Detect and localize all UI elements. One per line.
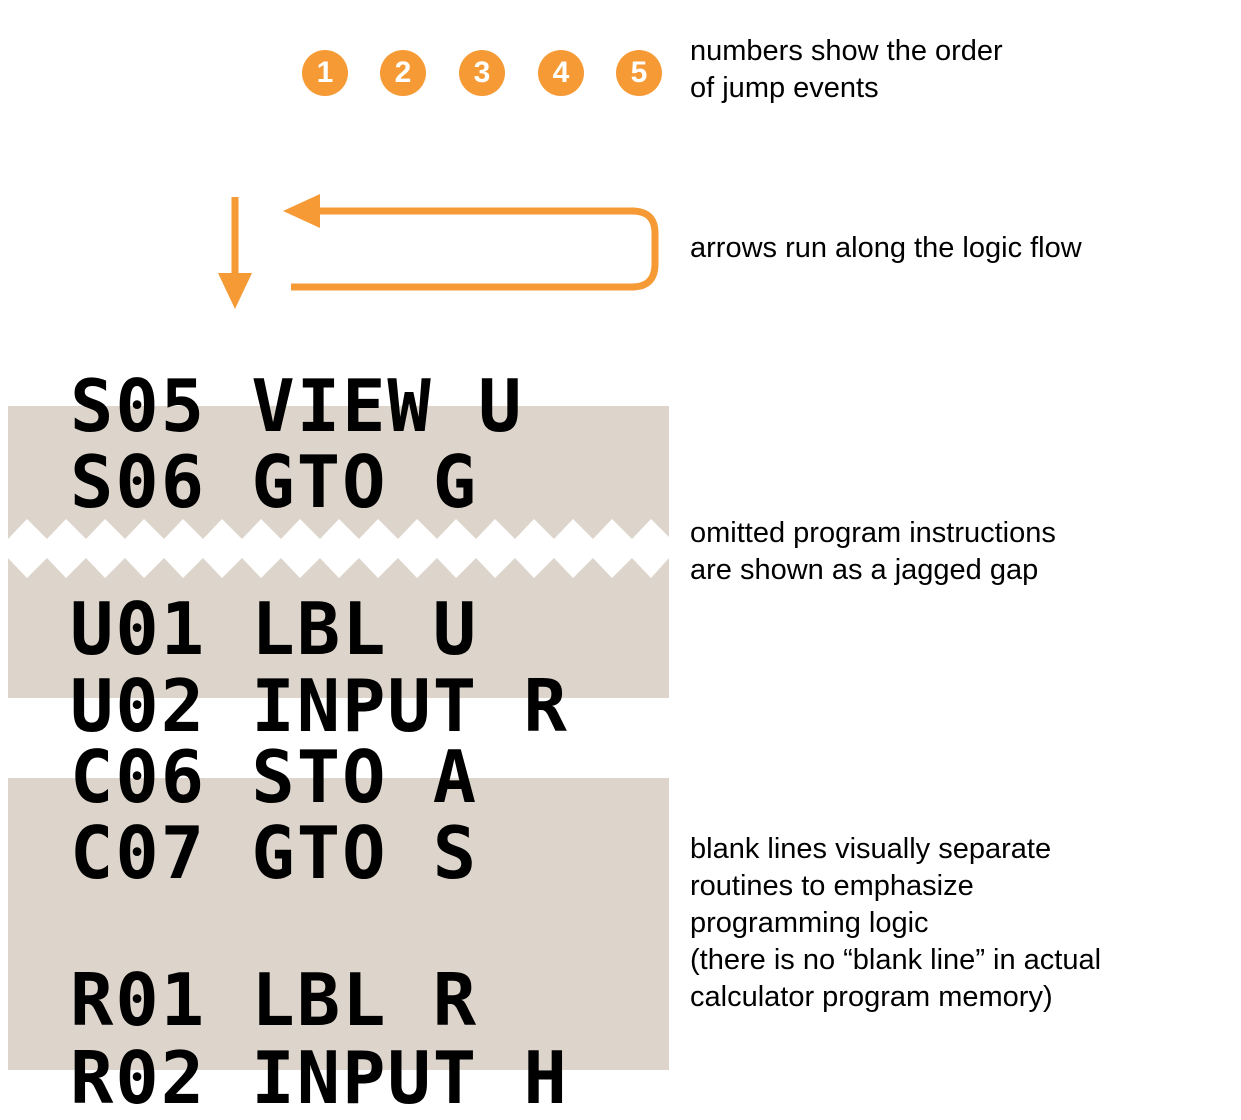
blank-caption-line-3: programming logic bbox=[690, 907, 929, 939]
blank-caption-line-2: routines to emphasize bbox=[690, 870, 974, 902]
jagged-gap-shape bbox=[8, 519, 669, 578]
blank-line-code-panel: C06 STO A C07 GTO S R01 LBL R R02 INPUT … bbox=[8, 741, 669, 1114]
jump-order-badge-4: 4 bbox=[538, 50, 584, 96]
numbers-caption-line-1: numbers show the order bbox=[690, 35, 1003, 67]
loop-arrow-shaft bbox=[291, 207, 659, 291]
numbers-caption-line-2: of jump events bbox=[690, 72, 879, 104]
code-line: R02 INPUT H bbox=[70, 1036, 569, 1120]
numbers-caption: numbers show the order of jump events bbox=[690, 33, 1003, 107]
jagged-gap-code-panel: S05 VIEW U S06 GTO G U01 LBL U U02 INPUT… bbox=[8, 370, 669, 742]
blank-caption: blank lines visually separate routines t… bbox=[690, 831, 1101, 1016]
jump-order-badge-1: 1 bbox=[302, 50, 348, 96]
left-arrow-head-icon bbox=[283, 194, 320, 228]
gap-caption-line-2: are shown as a jagged gap bbox=[690, 554, 1039, 586]
jump-order-badge-2: 2 bbox=[380, 50, 426, 96]
arrows-caption: arrows run along the logic flow bbox=[690, 230, 1082, 267]
arrows-caption-line-1: arrows run along the logic flow bbox=[690, 232, 1082, 264]
blank-caption-line-5: calculator program memory) bbox=[690, 981, 1053, 1013]
code-line: S05 VIEW U bbox=[70, 364, 524, 448]
down-arrow-head-icon bbox=[218, 273, 252, 309]
blank-caption-line-1: blank lines visually separate bbox=[690, 833, 1052, 865]
flow-arrows-illustration bbox=[218, 194, 659, 309]
jump-order-badge-5: 5 bbox=[616, 50, 662, 96]
jump-order-badge-3: 3 bbox=[459, 50, 505, 96]
code-line: U02 INPUT R bbox=[70, 664, 569, 748]
code-line: C07 GTO S bbox=[70, 811, 479, 895]
gap-caption: omitted program instructions are shown a… bbox=[690, 515, 1056, 589]
code-line: S06 GTO G bbox=[70, 440, 479, 524]
gap-caption-line-1: omitted program instructions bbox=[690, 517, 1056, 549]
code-line: C06 STO A bbox=[70, 735, 479, 819]
code-line: U01 LBL U bbox=[70, 587, 479, 671]
code-line: R01 LBL R bbox=[70, 958, 479, 1042]
blank-caption-line-4: (there is no “blank line” in actual bbox=[690, 944, 1102, 976]
